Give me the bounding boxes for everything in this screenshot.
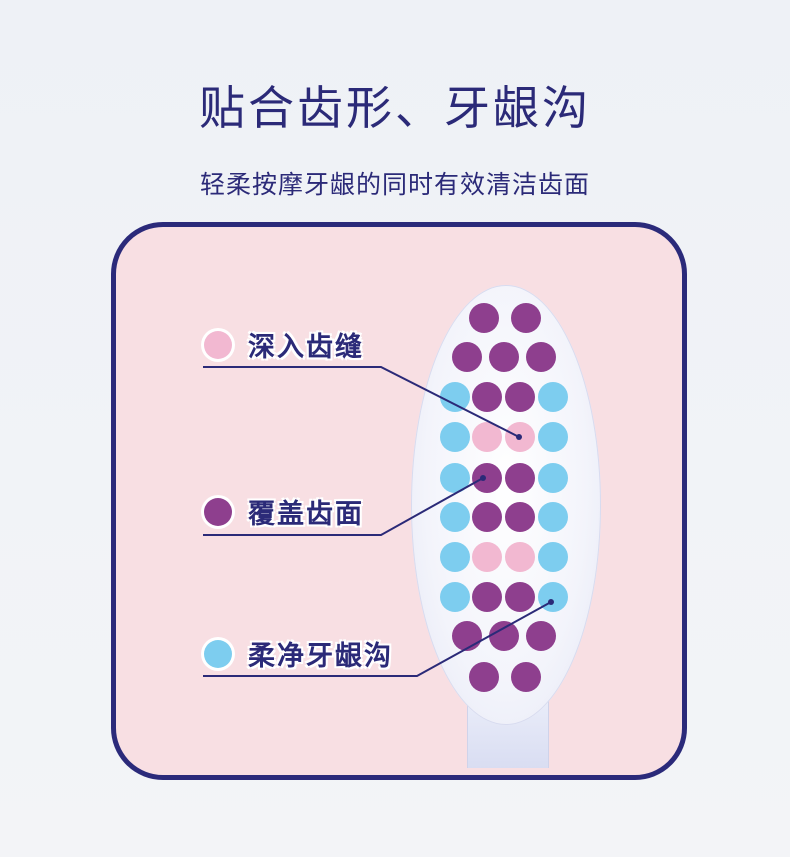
purple-bristle-dot bbox=[526, 342, 556, 372]
purple-bristle-dot bbox=[489, 342, 519, 372]
blue-bristle-dot bbox=[538, 542, 568, 572]
purple-bristle-dot bbox=[452, 621, 482, 651]
purple-bristle-dot bbox=[472, 463, 502, 493]
legend-label-surface: 覆盖齿面 bbox=[248, 499, 364, 530]
blue-bristle-dot bbox=[440, 502, 470, 532]
blue-bristle-dot bbox=[440, 542, 470, 572]
purple-bristle-dot bbox=[469, 303, 499, 333]
blue-bristle-dot bbox=[538, 422, 568, 452]
page-title: 贴合齿形、牙龈沟 bbox=[199, 81, 591, 135]
callout-end-gumline bbox=[548, 599, 554, 605]
callout-line-gaps bbox=[203, 366, 520, 438]
purple-dot-icon bbox=[204, 497, 232, 526]
callout-end-gaps bbox=[516, 434, 522, 440]
blue-dot-icon bbox=[204, 639, 232, 668]
blue-bristle-dot bbox=[538, 382, 568, 412]
blue-bristle-dot bbox=[538, 463, 568, 493]
blue-bristle-dot bbox=[440, 382, 470, 412]
callout-line-surface bbox=[203, 477, 484, 536]
blue-bristle-dot bbox=[440, 422, 470, 452]
pink-bristle-dot bbox=[472, 542, 502, 572]
callout-line-gumline bbox=[203, 601, 552, 677]
purple-bristle-dot bbox=[472, 382, 502, 412]
pink-bristle-dot bbox=[505, 542, 535, 572]
pink-dot-icon bbox=[204, 330, 232, 359]
legend-label-gaps: 深入齿缝 bbox=[248, 332, 364, 363]
blue-bristle-dot bbox=[440, 582, 470, 612]
purple-bristle-dot bbox=[505, 382, 535, 412]
purple-bristle-dot bbox=[511, 303, 541, 333]
legend-label-gumline: 柔净牙龈沟 bbox=[248, 641, 393, 672]
purple-bristle-dot bbox=[505, 582, 535, 612]
page-subtitle: 轻柔按摩牙龈的同时有效清洁齿面 bbox=[199, 170, 590, 199]
purple-bristle-dot bbox=[526, 621, 556, 651]
legend-item-gaps: 深入齿缝 bbox=[204, 325, 364, 364]
purple-bristle-dot bbox=[505, 502, 535, 532]
purple-bristle-dot bbox=[469, 662, 499, 692]
purple-bristle-dot bbox=[489, 621, 519, 651]
purple-bristle-dot bbox=[472, 502, 502, 532]
purple-bristle-dot bbox=[472, 582, 502, 612]
purple-bristle-dot bbox=[452, 342, 482, 372]
legend-item-surface: 覆盖齿面 bbox=[204, 492, 364, 531]
purple-bristle-dot bbox=[505, 463, 535, 493]
callout-end-surface bbox=[480, 475, 486, 481]
purple-bristle-dot bbox=[511, 662, 541, 692]
pink-bristle-dot bbox=[472, 422, 502, 452]
legend-item-gumline: 柔净牙龈沟 bbox=[204, 634, 393, 673]
blue-bristle-dot bbox=[538, 502, 568, 532]
